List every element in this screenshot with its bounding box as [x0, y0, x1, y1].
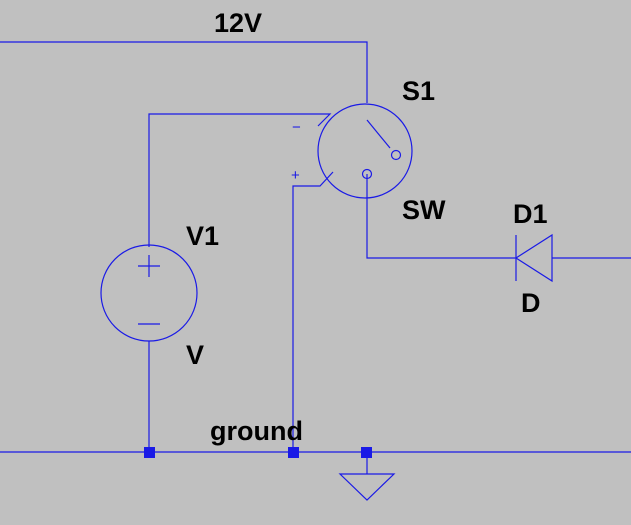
- ground-triangle: [338, 473, 396, 501]
- wire-s1-to-diode[interactable]: [366, 174, 516, 259]
- voltage-source-v1[interactable]: [100, 244, 198, 342]
- s1-minus-pin: −: [292, 119, 301, 136]
- net-label-12v[interactable]: 12V: [214, 8, 262, 38]
- wires: [0, 41, 631, 453]
- d1-value-label[interactable]: D: [521, 288, 541, 318]
- wire-12v[interactable]: [0, 41, 368, 103]
- diode-triangle: [514, 233, 553, 283]
- d1-ref-label[interactable]: D1: [513, 199, 548, 229]
- junctions: [144, 447, 372, 458]
- s1-ref-label[interactable]: S1: [402, 76, 435, 106]
- junction-node-gnd[interactable]: [361, 447, 372, 458]
- junction-node-s1[interactable]: [288, 447, 299, 458]
- switch-contact-bottom: [361, 168, 373, 180]
- switch-body: [317, 103, 413, 199]
- switch-s1[interactable]: − +: [291, 103, 413, 199]
- net-label-ground[interactable]: ground: [210, 416, 303, 446]
- diode-d1[interactable]: [514, 233, 553, 283]
- wire-v1-to-s1-minus[interactable]: [148, 113, 332, 247]
- wire-s1-plus-to-ground[interactable]: [292, 171, 334, 452]
- s1-value-label[interactable]: SW: [402, 195, 446, 225]
- switch-contact-right: [390, 149, 402, 161]
- v1-value-label[interactable]: V: [186, 340, 204, 370]
- junction-node-v1[interactable]: [144, 447, 155, 458]
- v1-ref-label[interactable]: V1: [186, 221, 219, 251]
- source-body: [100, 244, 198, 342]
- switch-blade: [366, 119, 391, 149]
- s1-plus-pin: +: [291, 167, 300, 184]
- labels: 12V ground S1 SW V1 V D1 D: [186, 8, 548, 446]
- ground-symbol[interactable]: [338, 452, 396, 501]
